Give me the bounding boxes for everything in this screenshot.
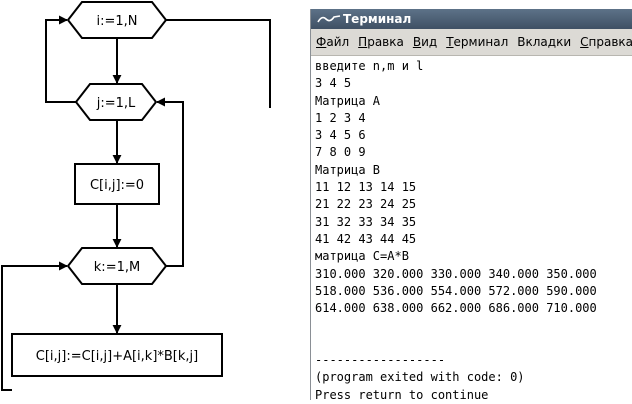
loop-i-exit-line (166, 19, 271, 108)
menu-terminal[interactable]: Терминал (445, 35, 509, 49)
menu-label: правка (588, 35, 632, 49)
terminal-line (315, 335, 632, 352)
menu-mnemonic: П (358, 35, 368, 49)
menu-label: айл (326, 35, 350, 49)
menu-tabs[interactable]: Вкладки (516, 35, 572, 49)
menu-view[interactable]: Вид (412, 35, 438, 49)
terminal-line: 614.000 638.000 662.000 686.000 710.000 (315, 301, 597, 316)
terminal-line (315, 317, 632, 334)
terminal-line: (program exited with code: 0) (315, 370, 525, 385)
menu-mnemonic: С (580, 35, 589, 49)
loop-back-k (1, 261, 68, 391)
terminal-line: 310.000 320.000 330.000 340.000 350.000 (315, 266, 597, 281)
terminal-line: 3 4 5 (315, 76, 352, 91)
flowchart: i:=1,N j:=1,L C[i,j]:=0 k:=1,M C[i,j]:=C… (1, 1, 271, 391)
terminal-line: 21 22 23 24 25 (315, 197, 417, 212)
window-title: Терминал (343, 12, 412, 26)
terminal-line: 41 42 43 44 45 (315, 231, 417, 246)
menu-file[interactable]: Файл (315, 35, 350, 49)
terminal-output[interactable]: введите n,m и l 3 4 5 Матрица A 1 2 3 4 3 4 … (311, 56, 632, 404)
terminal-line: Матрица A (315, 93, 381, 108)
menu-label: ид (421, 35, 438, 49)
terminal-line: 1 2 3 4 (315, 110, 366, 125)
terminal-line: ------------------ (315, 353, 446, 368)
loop-back-i (45, 15, 76, 103)
terminal-line: 7 8 0 9 (315, 145, 366, 160)
menu-mnemonic: В (412, 35, 422, 49)
menu-label: Вкладки (517, 35, 572, 49)
loop-j-block (74, 83, 158, 121)
menu-bar: Файл Правка Вид Терминал Вкладки Справка (311, 29, 632, 56)
terminal-line: 31 32 33 34 35 (315, 214, 417, 229)
terminal-line: матрица C=A*B (315, 249, 409, 264)
terminal-line: 518.000 536.000 554.000 572.000 590.000 (315, 283, 597, 298)
loop-i-label: i:=1,N (96, 14, 137, 29)
terminal-line: 3 4 5 6 (315, 128, 366, 143)
loop-k-label: k:=1,M (94, 260, 140, 275)
loop-j-label: j:=1,L (96, 96, 136, 111)
menu-label: ерминал (453, 35, 509, 49)
menu-mnemonic: Ф (316, 35, 327, 49)
terminal-app-icon (317, 15, 341, 23)
terminal-line: Матрица B (315, 162, 381, 177)
menu-edit[interactable]: Правка (357, 35, 405, 49)
title-bar[interactable]: Терминал (311, 9, 632, 29)
menu-mnemonic: Т (446, 35, 454, 49)
terminal-line: Press return to continue (315, 387, 489, 402)
accumulate-label: C[i,j]:=C[i,j]+A[i,k]*B[k,j] (36, 349, 198, 364)
loop-back-j (156, 97, 184, 267)
terminal-line: 11 12 13 14 15 (315, 180, 417, 195)
menu-help[interactable]: Справка (579, 35, 632, 49)
menu-label: равка (367, 35, 404, 49)
accumulate-block (11, 333, 223, 377)
init-cell-label: C[i,j]:=0 (90, 178, 144, 193)
terminal-line: введите n,m и l (315, 59, 424, 73)
